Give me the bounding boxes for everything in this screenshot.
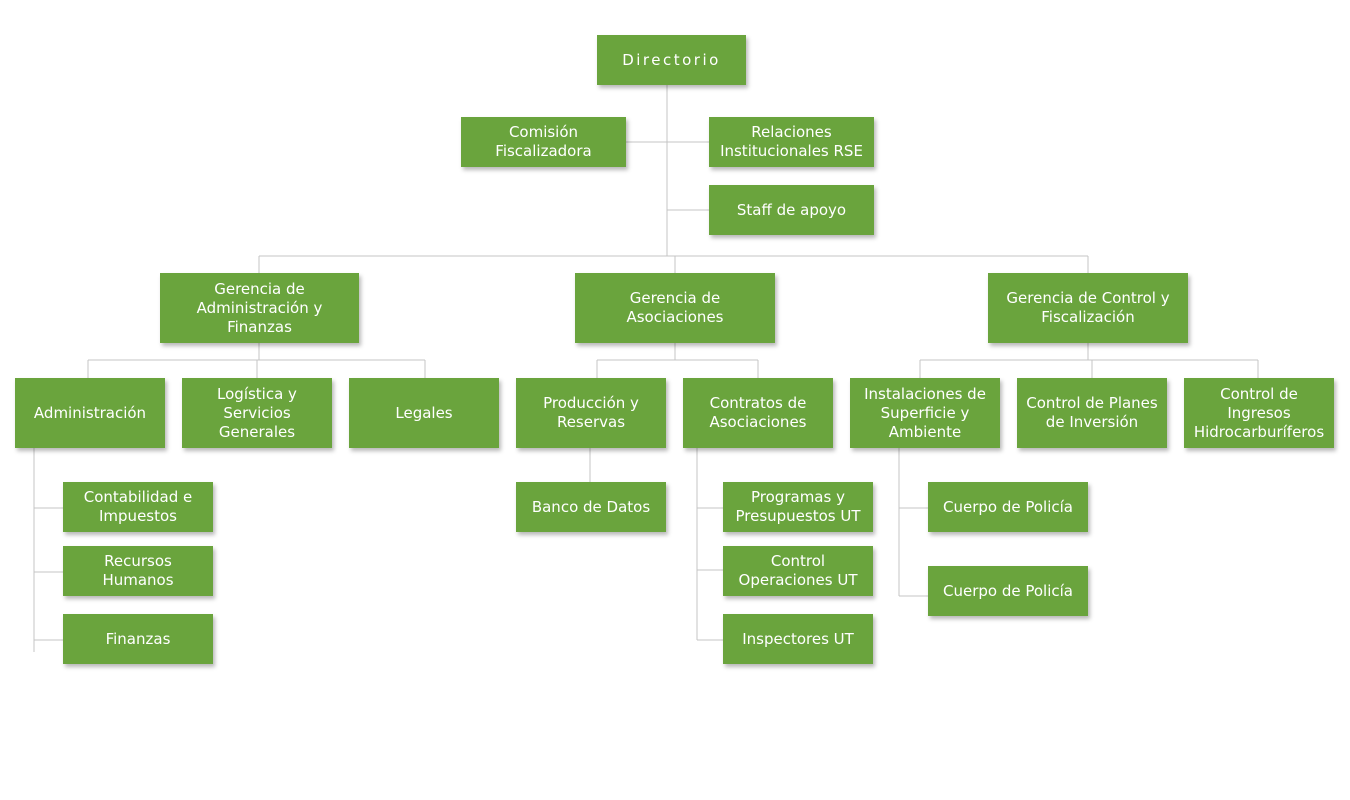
node-label: Relaciones Institucionales RSE xyxy=(720,123,863,160)
node-instalaciones-superficie-ambiente[interactable]: Instalaciones de Superficie y Ambiente xyxy=(850,378,1000,448)
node-control-planes-inversion[interactable]: Control de Planes de Inversión xyxy=(1017,378,1167,448)
node-label: Gerencia de Administración y Finanzas xyxy=(196,279,323,336)
node-banco-datos[interactable]: Banco de Datos xyxy=(516,482,666,532)
node-label: Programas y Presupuestos UT xyxy=(735,488,861,525)
node-label: Contabilidad e Impuestos xyxy=(83,488,193,525)
node-label: Gerencia de Control y Fiscalización xyxy=(1006,289,1170,326)
node-label: Banco de Datos xyxy=(531,497,651,516)
node-logistica-servicios-generales[interactable]: Logística y Servicios Generales xyxy=(182,378,332,448)
node-gerencia-control-fiscalizacion[interactable]: Gerencia de Control y Fiscalización xyxy=(988,273,1188,343)
node-staff-apoyo[interactable]: Staff de apoyo xyxy=(709,185,874,235)
node-label: Control de Ingresos Hidrocarburíferos xyxy=(1193,384,1325,441)
node-administracion[interactable]: Administración xyxy=(15,378,165,448)
node-finanzas[interactable]: Finanzas xyxy=(63,614,213,664)
node-contratos-asociaciones[interactable]: Contratos de Asociaciones xyxy=(683,378,833,448)
node-label: Producción y Reservas xyxy=(543,394,639,431)
node-directorio[interactable]: Directorio xyxy=(597,35,746,85)
node-label: Contratos de Asociaciones xyxy=(709,394,807,431)
node-label: Legales xyxy=(395,403,453,422)
node-label: Logística y Servicios Generales xyxy=(217,384,297,441)
node-label: Cuerpo de Policía xyxy=(943,497,1073,516)
node-contabilidad-impuestos[interactable]: Contabilidad e Impuestos xyxy=(63,482,213,532)
node-label: Comisión Fiscalizadora xyxy=(495,123,592,160)
node-label: Staff de apoyo xyxy=(736,200,847,219)
node-cuerpo-policia-1[interactable]: Cuerpo de Policía xyxy=(928,482,1088,532)
node-label: Gerencia de Asociaciones xyxy=(626,289,724,326)
node-label: Finanzas xyxy=(105,629,171,648)
node-label: Recursos Humanos xyxy=(102,552,174,589)
node-programas-presupuestos-ut[interactable]: Programas y Presupuestos UT xyxy=(723,482,873,532)
node-label: Control de Planes de Inversión xyxy=(1026,394,1158,431)
node-gerencia-asociaciones[interactable]: Gerencia de Asociaciones xyxy=(575,273,775,343)
node-label: Instalaciones de Superficie y Ambiente xyxy=(864,384,986,441)
node-inspectores-ut[interactable]: Inspectores UT xyxy=(723,614,873,664)
node-produccion-reservas[interactable]: Producción y Reservas xyxy=(516,378,666,448)
node-legales[interactable]: Legales xyxy=(349,378,499,448)
node-cuerpo-policia-2[interactable]: Cuerpo de Policía xyxy=(928,566,1088,616)
node-label: Administración xyxy=(33,403,147,422)
node-label: Cuerpo de Policía xyxy=(943,581,1073,600)
node-control-operaciones-ut[interactable]: Control Operaciones UT xyxy=(723,546,873,596)
node-label: Directorio xyxy=(622,50,721,69)
node-gerencia-administracion-finanzas[interactable]: Gerencia de Administración y Finanzas xyxy=(160,273,359,343)
node-label: Inspectores UT xyxy=(742,629,854,648)
node-control-ingresos-hidrocarburiferos[interactable]: Control de Ingresos Hidrocarburíferos xyxy=(1184,378,1334,448)
node-label: Control Operaciones UT xyxy=(738,552,858,589)
node-comision-fiscalizadora[interactable]: Comisión Fiscalizadora xyxy=(461,117,626,167)
node-relaciones-institucionales[interactable]: Relaciones Institucionales RSE xyxy=(709,117,874,167)
node-recursos-humanos[interactable]: Recursos Humanos xyxy=(63,546,213,596)
